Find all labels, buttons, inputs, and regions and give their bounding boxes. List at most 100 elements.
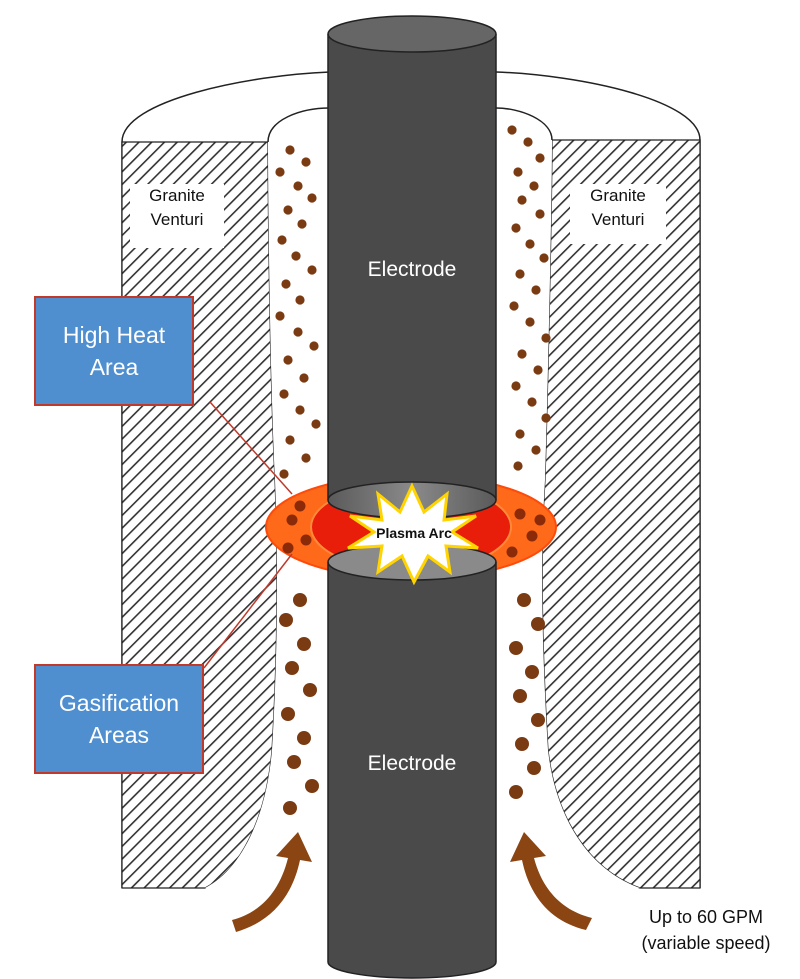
particle	[525, 317, 535, 327]
particle	[531, 445, 541, 455]
left-venturi-wall	[121, 141, 278, 889]
particle	[535, 153, 545, 163]
inflow-arrow-left	[232, 832, 312, 932]
particle	[509, 301, 519, 311]
flow-rate-label: Up to 60 GPM (variable speed)	[616, 904, 796, 956]
venturi-left-line2: Venturi	[150, 210, 204, 229]
gasification-leader	[203, 553, 293, 669]
right-venturi-wall	[541, 139, 701, 889]
particle	[295, 295, 305, 305]
particle	[531, 617, 545, 631]
particle	[523, 137, 533, 147]
heated-particle	[506, 546, 518, 558]
gasification-line2: Areas	[88, 722, 150, 748]
particle	[281, 279, 291, 289]
venturi-right-line1: Granite	[590, 186, 646, 205]
particle	[285, 435, 295, 445]
particle	[513, 689, 527, 703]
heated-particle	[300, 534, 312, 546]
particle	[299, 373, 309, 383]
particle	[283, 355, 293, 365]
particle	[291, 251, 301, 261]
particle	[307, 265, 317, 275]
particle	[535, 209, 545, 219]
particle	[285, 145, 295, 155]
particle	[517, 195, 527, 205]
high-heat-callout: High Heat Area	[34, 296, 194, 406]
particle	[509, 641, 523, 655]
particle	[279, 613, 293, 627]
gasification-callout: Gasification Areas	[34, 664, 204, 774]
flow-rate-line2: (variable speed)	[641, 933, 771, 953]
heated-particle	[294, 500, 306, 512]
particle	[517, 593, 531, 607]
particle	[283, 205, 293, 215]
particle	[279, 469, 289, 479]
high-heat-line1: High Heat	[62, 322, 166, 348]
particle	[541, 413, 551, 423]
particle	[293, 593, 307, 607]
particle	[311, 419, 321, 429]
particle	[531, 285, 541, 295]
particle	[517, 349, 527, 359]
high-heat-line2: Area	[89, 354, 139, 380]
inflow-arrow-right	[510, 832, 592, 930]
particle	[285, 661, 299, 675]
particle	[531, 713, 545, 727]
granite-venturi-right-label: Granite Venturi	[570, 184, 666, 244]
heated-particle	[526, 530, 538, 542]
channel-top-arc-right	[495, 107, 553, 141]
particle	[513, 461, 523, 471]
venturi-left-line1: Granite	[149, 186, 205, 205]
feed-particles	[275, 125, 551, 815]
particle	[301, 157, 311, 167]
particle	[293, 327, 303, 337]
electrode-bottom-label: Electrode	[368, 752, 457, 775]
electrode-bottom	[327, 543, 497, 979]
particle	[513, 167, 523, 177]
heated-particle	[286, 514, 298, 526]
particle	[283, 801, 297, 815]
particle	[281, 707, 295, 721]
particle	[539, 253, 549, 263]
particle	[307, 193, 317, 203]
particle	[303, 683, 317, 697]
particle	[515, 737, 529, 751]
particle	[509, 785, 523, 799]
particle	[511, 223, 521, 233]
particle	[297, 219, 307, 229]
particle	[279, 389, 289, 399]
heated-particle	[282, 542, 294, 554]
particle	[293, 181, 303, 191]
channel-top-arc-left	[267, 107, 331, 143]
particle	[309, 341, 319, 351]
particle	[297, 637, 311, 651]
particle	[515, 269, 525, 279]
particle	[525, 239, 535, 249]
heated-particle	[514, 508, 526, 520]
particle	[287, 755, 301, 769]
gasification-line1: Gasification	[58, 690, 180, 716]
venturi-right-line2: Venturi	[591, 210, 645, 229]
particle	[277, 235, 287, 245]
high-heat-leader	[209, 401, 293, 495]
particle	[511, 381, 521, 391]
particle	[529, 181, 539, 191]
particle	[525, 665, 539, 679]
particle	[275, 167, 285, 177]
particle	[527, 761, 541, 775]
particle	[295, 405, 305, 415]
particle	[527, 397, 537, 407]
particle	[297, 731, 311, 745]
particle	[533, 365, 543, 375]
particle	[507, 125, 517, 135]
heated-particle	[534, 514, 546, 526]
granite-venturi-left-label: Granite Venturi	[130, 184, 224, 248]
particle	[301, 453, 311, 463]
particle	[305, 779, 319, 793]
gasification-particles	[282, 500, 546, 558]
electrode-top-label: Electrode	[368, 258, 457, 281]
plasma-arc-label: Plasma Arc	[376, 525, 452, 541]
particle	[275, 311, 285, 321]
